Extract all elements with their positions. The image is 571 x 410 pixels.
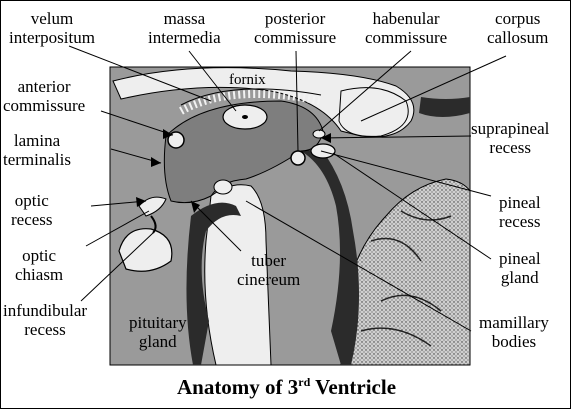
mamillary-shape [213,179,233,195]
brainstem [204,184,272,366]
leader-lines [68,45,507,332]
pituitary-shape [118,228,173,272]
aqueduct-channel [301,149,360,365]
fornix-outline [180,88,322,106]
pineal-shape [310,143,336,159]
callosum-splenium [338,87,409,137]
ventricle-cavity [163,100,324,204]
posterior-commissure-shape [290,150,306,166]
diagram-caption: Anatomy of 3rd Ventricle [176,375,397,399]
label-fornix: fornix [229,72,266,88]
infundibulum [150,215,157,234]
anterior-commissure-shape [167,131,185,149]
optic-chiasm-shape [138,196,167,217]
habenular-shape [312,129,326,139]
dark-band-top [419,97,470,117]
arrowheads [136,129,331,213]
brainstem-dark-band [186,202,241,365]
